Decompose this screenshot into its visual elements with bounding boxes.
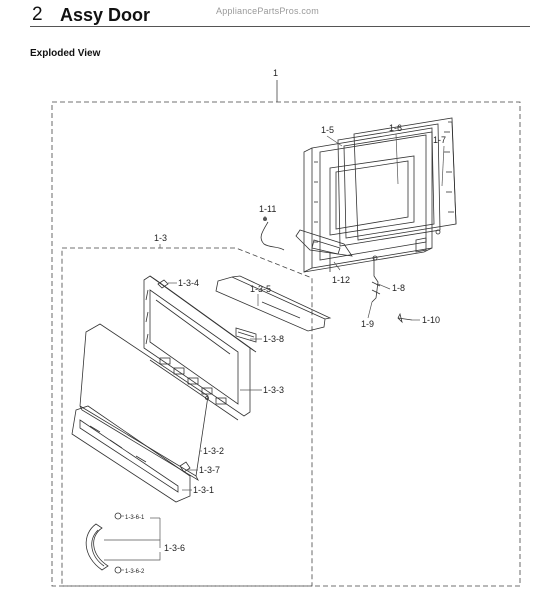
callout-1-10: 1-10 <box>422 315 440 325</box>
callout-1-3-7: 1-3-7 <box>199 465 220 475</box>
watermark: AppliancePartsPros.com <box>216 6 319 16</box>
callout-1-8: 1-8 <box>392 283 405 293</box>
callout-1-6: 1-6 <box>389 123 402 133</box>
door-frame-part <box>303 127 433 273</box>
callout-1-3-4: 1-3-4 <box>178 278 199 288</box>
callout-1-3-2: 1-3-2 <box>203 446 224 456</box>
inner-frame-part <box>143 275 257 421</box>
wire-part <box>260 221 285 251</box>
section-header: 2 Assy Door AppliancePartsPros.com <box>30 2 530 32</box>
section-number: 2 <box>32 4 43 25</box>
leader-lines <box>104 133 445 571</box>
door-glass-part <box>337 123 441 247</box>
callout-1-3: 1-3 <box>154 233 167 243</box>
callout-1-9: 1-9 <box>361 319 374 329</box>
door-back-panel-part <box>353 117 457 241</box>
exploded-view-title: Exploded View <box>30 48 101 59</box>
sensor-block-part <box>235 327 257 343</box>
callout-1-12: 1-12 <box>332 275 350 285</box>
screw-part <box>397 312 413 324</box>
latch-part <box>295 229 353 272</box>
control-strip-part <box>215 275 332 332</box>
section-title: Assy Door <box>60 5 151 25</box>
callout-1-3-6-2: 1-3-6-2 <box>125 569 145 575</box>
header-rule <box>30 26 530 27</box>
callout-1-11: 1-11 <box>259 204 276 214</box>
callout-1-3-8: 1-3-8 <box>263 334 284 344</box>
callout-1-3-1: 1-3-1 <box>193 485 214 495</box>
front-panel-part <box>71 405 191 503</box>
clip-part <box>179 461 191 473</box>
callout-1-5: 1-5 <box>321 125 334 135</box>
callout-1-3-6: 1-3-6 <box>164 543 185 553</box>
handle-part <box>85 512 122 574</box>
hook-part <box>157 279 169 289</box>
assembly-boundary <box>51 101 521 587</box>
spring-part <box>371 255 381 303</box>
callout-1-3-6-1: 1-3-6-1 <box>125 515 145 521</box>
callout-assembly: 1 <box>273 68 278 78</box>
subassembly-boundary <box>61 247 313 587</box>
callout-1-3-5: 1-3-5 <box>250 284 271 294</box>
callout-1-3-3: 1-3-3 <box>263 385 284 395</box>
callout-1-7: 1-7 <box>433 135 446 145</box>
